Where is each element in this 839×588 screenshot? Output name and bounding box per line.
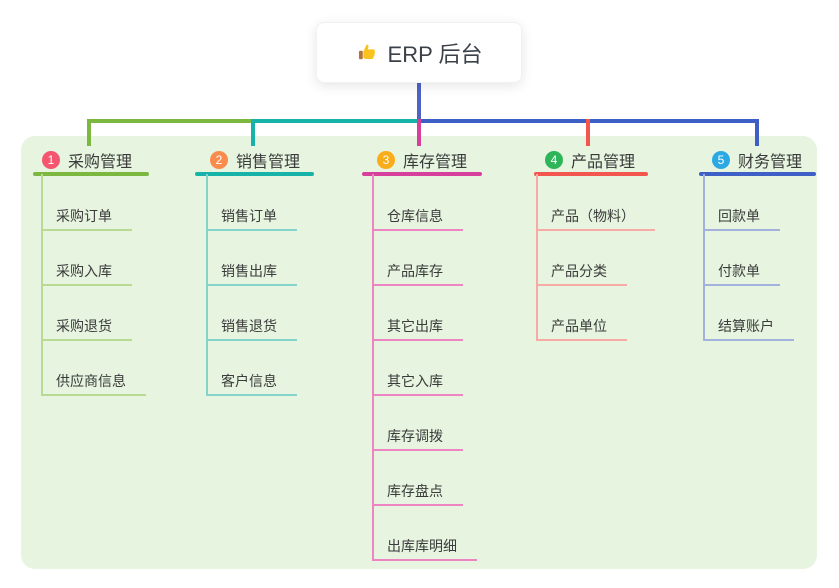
children-connector	[536, 174, 538, 341]
branch-connector	[755, 119, 759, 146]
child-item-label: 采购入库	[56, 263, 112, 279]
branch-underline	[195, 172, 314, 176]
child-item-label: 销售订单	[221, 208, 277, 224]
child-item-label: 其它出库	[387, 318, 443, 334]
thumbs-up-icon	[356, 42, 378, 64]
child-item[interactable]: 其它出库	[372, 313, 463, 341]
branch-number-badge: 3	[377, 151, 395, 169]
child-item[interactable]: 出库库明细	[372, 533, 477, 561]
branch-header-销售管理[interactable]: 2 销售管理	[210, 149, 300, 171]
child-item-label: 产品单位	[551, 318, 607, 334]
children-connector	[703, 174, 705, 341]
branch-title: 财务管理	[738, 154, 803, 171]
branch-header-产品管理[interactable]: 4 产品管理	[545, 149, 635, 171]
branches-panel	[21, 136, 817, 569]
child-item-label: 销售退货	[221, 318, 277, 334]
branch-underline	[699, 172, 816, 176]
child-item-label: 库存盘点	[387, 483, 443, 499]
branch-underline	[534, 172, 648, 176]
branch-connector	[417, 119, 421, 146]
children-connector	[372, 174, 374, 561]
child-item[interactable]: 产品库存	[372, 258, 463, 286]
child-item[interactable]: 产品（物料）	[536, 203, 655, 231]
child-item-label: 销售出库	[221, 263, 277, 279]
child-item-label: 采购退货	[56, 318, 112, 334]
branch-underline	[362, 172, 482, 176]
child-item-label: 产品库存	[387, 263, 443, 279]
branch-number-badge: 2	[210, 151, 228, 169]
branch-connector	[251, 119, 255, 146]
child-item[interactable]: 采购退货	[41, 313, 132, 341]
child-item-label: 出库库明细	[387, 538, 457, 554]
branch-title: 采购管理	[68, 154, 133, 171]
child-item[interactable]: 采购订单	[41, 203, 132, 231]
child-item[interactable]: 客户信息	[206, 368, 297, 396]
child-item-label: 库存调拨	[387, 428, 443, 444]
child-item-label: 仓库信息	[387, 208, 443, 224]
child-item-label: 其它入库	[387, 373, 443, 389]
child-item-label: 产品（物料）	[551, 208, 635, 224]
child-item[interactable]: 采购入库	[41, 258, 132, 286]
branch-title: 销售管理	[236, 154, 301, 171]
root-title: ERP 后台	[387, 41, 483, 67]
child-item-label: 结算账户	[718, 318, 774, 334]
child-item[interactable]: 销售退货	[206, 313, 297, 341]
branch-number-badge: 5	[712, 151, 730, 169]
branch-title: 库存管理	[403, 154, 468, 171]
child-item-label: 采购订单	[56, 208, 112, 224]
child-item[interactable]: 结算账户	[703, 313, 794, 341]
child-item[interactable]: 供应商信息	[41, 368, 146, 396]
child-item-label: 付款单	[718, 263, 760, 279]
child-item[interactable]: 其它入库	[372, 368, 463, 396]
child-item[interactable]: 回款单	[703, 203, 780, 231]
child-item[interactable]: 销售出库	[206, 258, 297, 286]
branch-connector	[87, 119, 91, 146]
branch-number-badge: 4	[545, 151, 563, 169]
child-item-label: 供应商信息	[56, 373, 126, 389]
child-item[interactable]: 产品单位	[536, 313, 627, 341]
branch-number-badge: 1	[42, 151, 60, 169]
branch-underline	[33, 172, 149, 176]
branch-rail-segment	[251, 119, 421, 123]
root-connector-line	[417, 83, 421, 119]
root-node[interactable]: ERP 后台	[316, 22, 522, 83]
child-item[interactable]: 仓库信息	[372, 203, 463, 231]
child-item[interactable]: 付款单	[703, 258, 780, 286]
branch-rail-segment	[87, 119, 253, 123]
branch-header-财务管理[interactable]: 5 财务管理	[712, 149, 802, 171]
branch-header-采购管理[interactable]: 1 采购管理	[42, 149, 132, 171]
child-item[interactable]: 库存盘点	[372, 478, 463, 506]
branch-header-库存管理[interactable]: 3 库存管理	[377, 149, 467, 171]
child-item[interactable]: 产品分类	[536, 258, 627, 286]
branch-title: 产品管理	[571, 154, 636, 171]
branch-connector	[586, 119, 590, 146]
child-item[interactable]: 销售订单	[206, 203, 297, 231]
child-item-label: 产品分类	[551, 263, 607, 279]
child-item[interactable]: 库存调拨	[372, 423, 463, 451]
child-item-label: 客户信息	[221, 373, 277, 389]
child-item-label: 回款单	[718, 208, 760, 224]
